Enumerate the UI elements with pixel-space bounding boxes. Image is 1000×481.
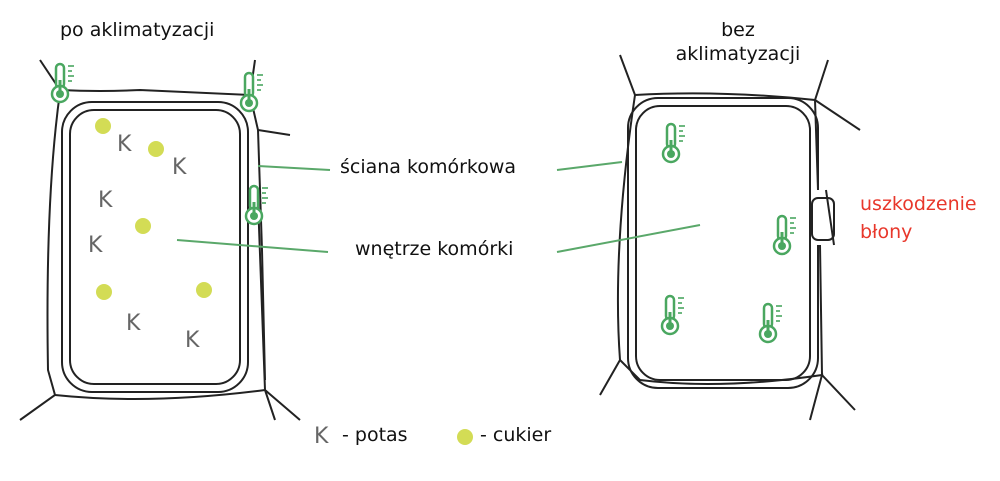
potassium-symbol: K (126, 311, 141, 336)
label-cell-interior: wnętrze komórki (355, 238, 514, 260)
legend-potassium-label: - potas (342, 424, 408, 446)
leader-lines (176, 161, 701, 253)
potassium-symbol: K (185, 328, 200, 353)
sugar-dots (95, 118, 212, 300)
potassium-symbol: K (117, 132, 132, 157)
left-cell (19, 59, 301, 421)
damage-label-line2: błony (860, 221, 913, 243)
damage-label-line1: uszkodzenie (860, 193, 977, 215)
potassium-symbol: K (172, 155, 187, 180)
legend-potassium-symbol: K (314, 424, 329, 449)
title-left: po aklimatyzacji (60, 19, 215, 41)
legend-sugar-dot (457, 429, 473, 445)
label-cell-wall: ściana komórkowa (340, 156, 517, 178)
legend-sugar-label: - cukier (480, 424, 552, 446)
potassium-symbol: K (98, 188, 113, 213)
title-right-line1: bez (721, 19, 755, 41)
title-right-line2: aklimatyzacji (675, 43, 801, 65)
right-cell (599, 54, 861, 421)
potassium-symbol: K (88, 233, 103, 258)
